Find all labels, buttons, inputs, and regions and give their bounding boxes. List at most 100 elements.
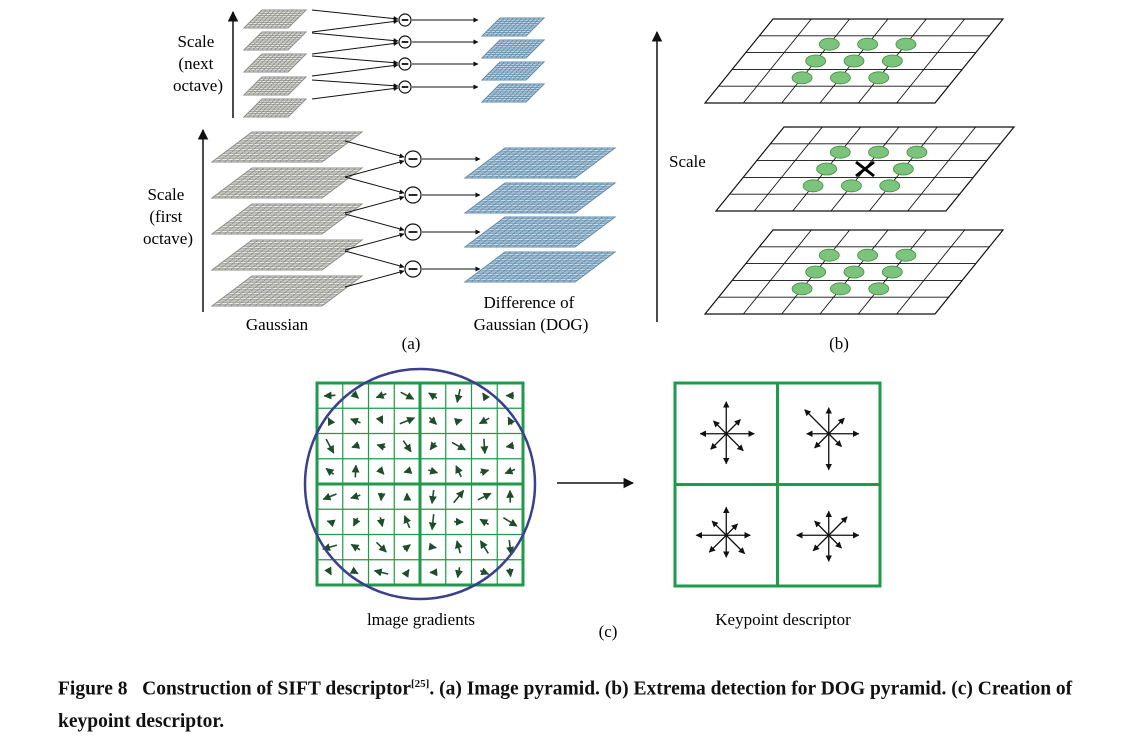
gradient-arrow	[428, 542, 437, 551]
panel-c-label: (c)	[599, 622, 618, 641]
gradient-arrow	[505, 568, 514, 578]
neighbor-ellipse	[843, 54, 865, 68]
scale-next-label: Scale (next octave)	[173, 32, 223, 95]
subtract-node-first-2	[404, 186, 422, 204]
orientation-histogram-4	[796, 510, 860, 562]
arrow-first-in-a-3	[344, 213, 405, 232]
b-layer-bottom	[703, 229, 1005, 315]
gaussian-first-layer-4	[210, 239, 364, 271]
orientation-histogram-1	[699, 401, 755, 465]
neighbor-ellipse	[906, 145, 928, 159]
gradient-arrow	[479, 567, 490, 575]
arrow-first-in-a-4	[344, 250, 405, 269]
histogram-bin-arrow	[828, 417, 845, 435]
gradient-arrow	[477, 492, 492, 501]
histogram-bin-arrow	[828, 433, 842, 447]
gradient-arrow	[322, 492, 337, 501]
neighbor-ellipse	[895, 37, 917, 51]
gradient-arrow	[323, 391, 336, 400]
gradient-arrow	[482, 392, 491, 402]
neighbor-ellipse	[805, 265, 827, 279]
gradient-arrow	[428, 416, 438, 425]
neighbor-ellipse	[830, 71, 851, 85]
histogram-bin-arrow	[814, 433, 830, 449]
gradient-arrow	[400, 391, 415, 400]
neighbor-ellipse	[791, 282, 813, 296]
histogram-bin-arrow	[814, 520, 830, 536]
gaussian-first-layer-3	[210, 203, 364, 235]
neighbor-ellipse	[841, 179, 862, 193]
arrow-next-in-b-1	[311, 19, 399, 33]
gradient-arrow	[325, 438, 335, 454]
arrow-next-in-b-3	[311, 63, 399, 77]
extrema-cross	[855, 160, 875, 178]
gradient-arrow	[375, 391, 387, 399]
gaussian-next-layer-2	[242, 31, 308, 51]
gaussian-window-circle	[303, 367, 537, 601]
subtract-node-first-3	[404, 223, 422, 241]
dog-first-layer-3	[463, 216, 617, 248]
gradient-arrow	[350, 543, 361, 552]
image-gradients-label: lmage gradients	[367, 610, 475, 629]
neighbor-ellipse	[857, 37, 878, 51]
arrow-next-in-b-2	[311, 41, 399, 55]
gaussian-first-layer-1	[210, 131, 364, 163]
figure-panels: Scale (next octave) Scale (first octave)…	[143, 9, 1016, 641]
dog-label: Difference of Gaussian (DOG)	[474, 293, 589, 334]
gaussian-next-layer-5	[242, 98, 308, 118]
gradient-arrow	[504, 466, 516, 475]
gradient-arrow	[454, 418, 463, 426]
neighbor-ellipse	[881, 54, 903, 68]
dog-next-layer-3	[480, 61, 546, 81]
gaussian-next-layer-4	[242, 76, 308, 96]
arrow-first-in-a-2	[344, 176, 405, 195]
neighbor-ellipse	[895, 248, 917, 262]
b-layer-middle	[714, 126, 1016, 212]
gradient-arrow	[428, 489, 437, 505]
gradient-arrow	[402, 440, 412, 453]
gradient-arrow	[377, 492, 386, 502]
dog-first-layer-2	[463, 182, 617, 214]
gradient-arrow	[350, 492, 361, 500]
neighbor-ellipse	[818, 248, 840, 262]
gaussian-label: Gaussian	[246, 315, 309, 334]
neighbor-ellipse	[802, 179, 824, 193]
subtract-node-next-1	[398, 13, 412, 27]
dog-next-layer-2	[480, 39, 546, 59]
histogram-bin-arrow	[812, 534, 830, 552]
arrow-next-in-b-4	[311, 86, 399, 100]
panel-a-label: (a)	[402, 334, 421, 353]
neighbor-ellipse	[830, 282, 851, 296]
arrow-first-in-b-1	[344, 159, 405, 178]
gradient-arrow	[428, 514, 437, 531]
scale-first-label: Scale (first octave)	[143, 185, 193, 248]
gradient-arrow	[401, 568, 410, 578]
histogram-bin-arrow	[828, 516, 848, 536]
panel-b-label: (b)	[829, 334, 849, 353]
gradient-arrow	[454, 388, 463, 404]
gradient-arrow	[399, 416, 416, 425]
gradient-arrow	[403, 466, 413, 474]
gaussian-first-layer-2	[210, 167, 364, 199]
gradient-arrow	[375, 541, 387, 553]
subtract-node-first-1	[404, 150, 422, 168]
arrow-first-in-a-1	[344, 140, 405, 159]
keypoint-descriptor-label: Keypoint descriptor	[715, 610, 851, 629]
panel-c-descriptor: lmage gradients Keypoint descriptor (c)	[303, 367, 882, 641]
gradient-arrow	[506, 540, 515, 555]
gradient-arrow	[350, 390, 360, 399]
gradient-arrow	[375, 415, 384, 425]
gradient-arrow	[451, 441, 466, 451]
scale-label-b: Scale	[669, 152, 706, 171]
gradient-arrow	[479, 518, 490, 527]
caption-text-start: Construction of SIFT descriptor	[142, 678, 411, 700]
gaussian-next-layer-3	[242, 53, 308, 73]
gradient-arrow	[376, 466, 385, 475]
neighbor-ellipse	[857, 248, 878, 262]
orientation-histogram-3	[695, 506, 751, 558]
arrow-next-in-a-2	[311, 32, 399, 44]
gradient-arrow	[505, 441, 515, 450]
neighbor-ellipse	[818, 37, 840, 51]
neighbor-ellipse	[868, 145, 889, 159]
arrow-first-in-b-2	[344, 195, 405, 214]
